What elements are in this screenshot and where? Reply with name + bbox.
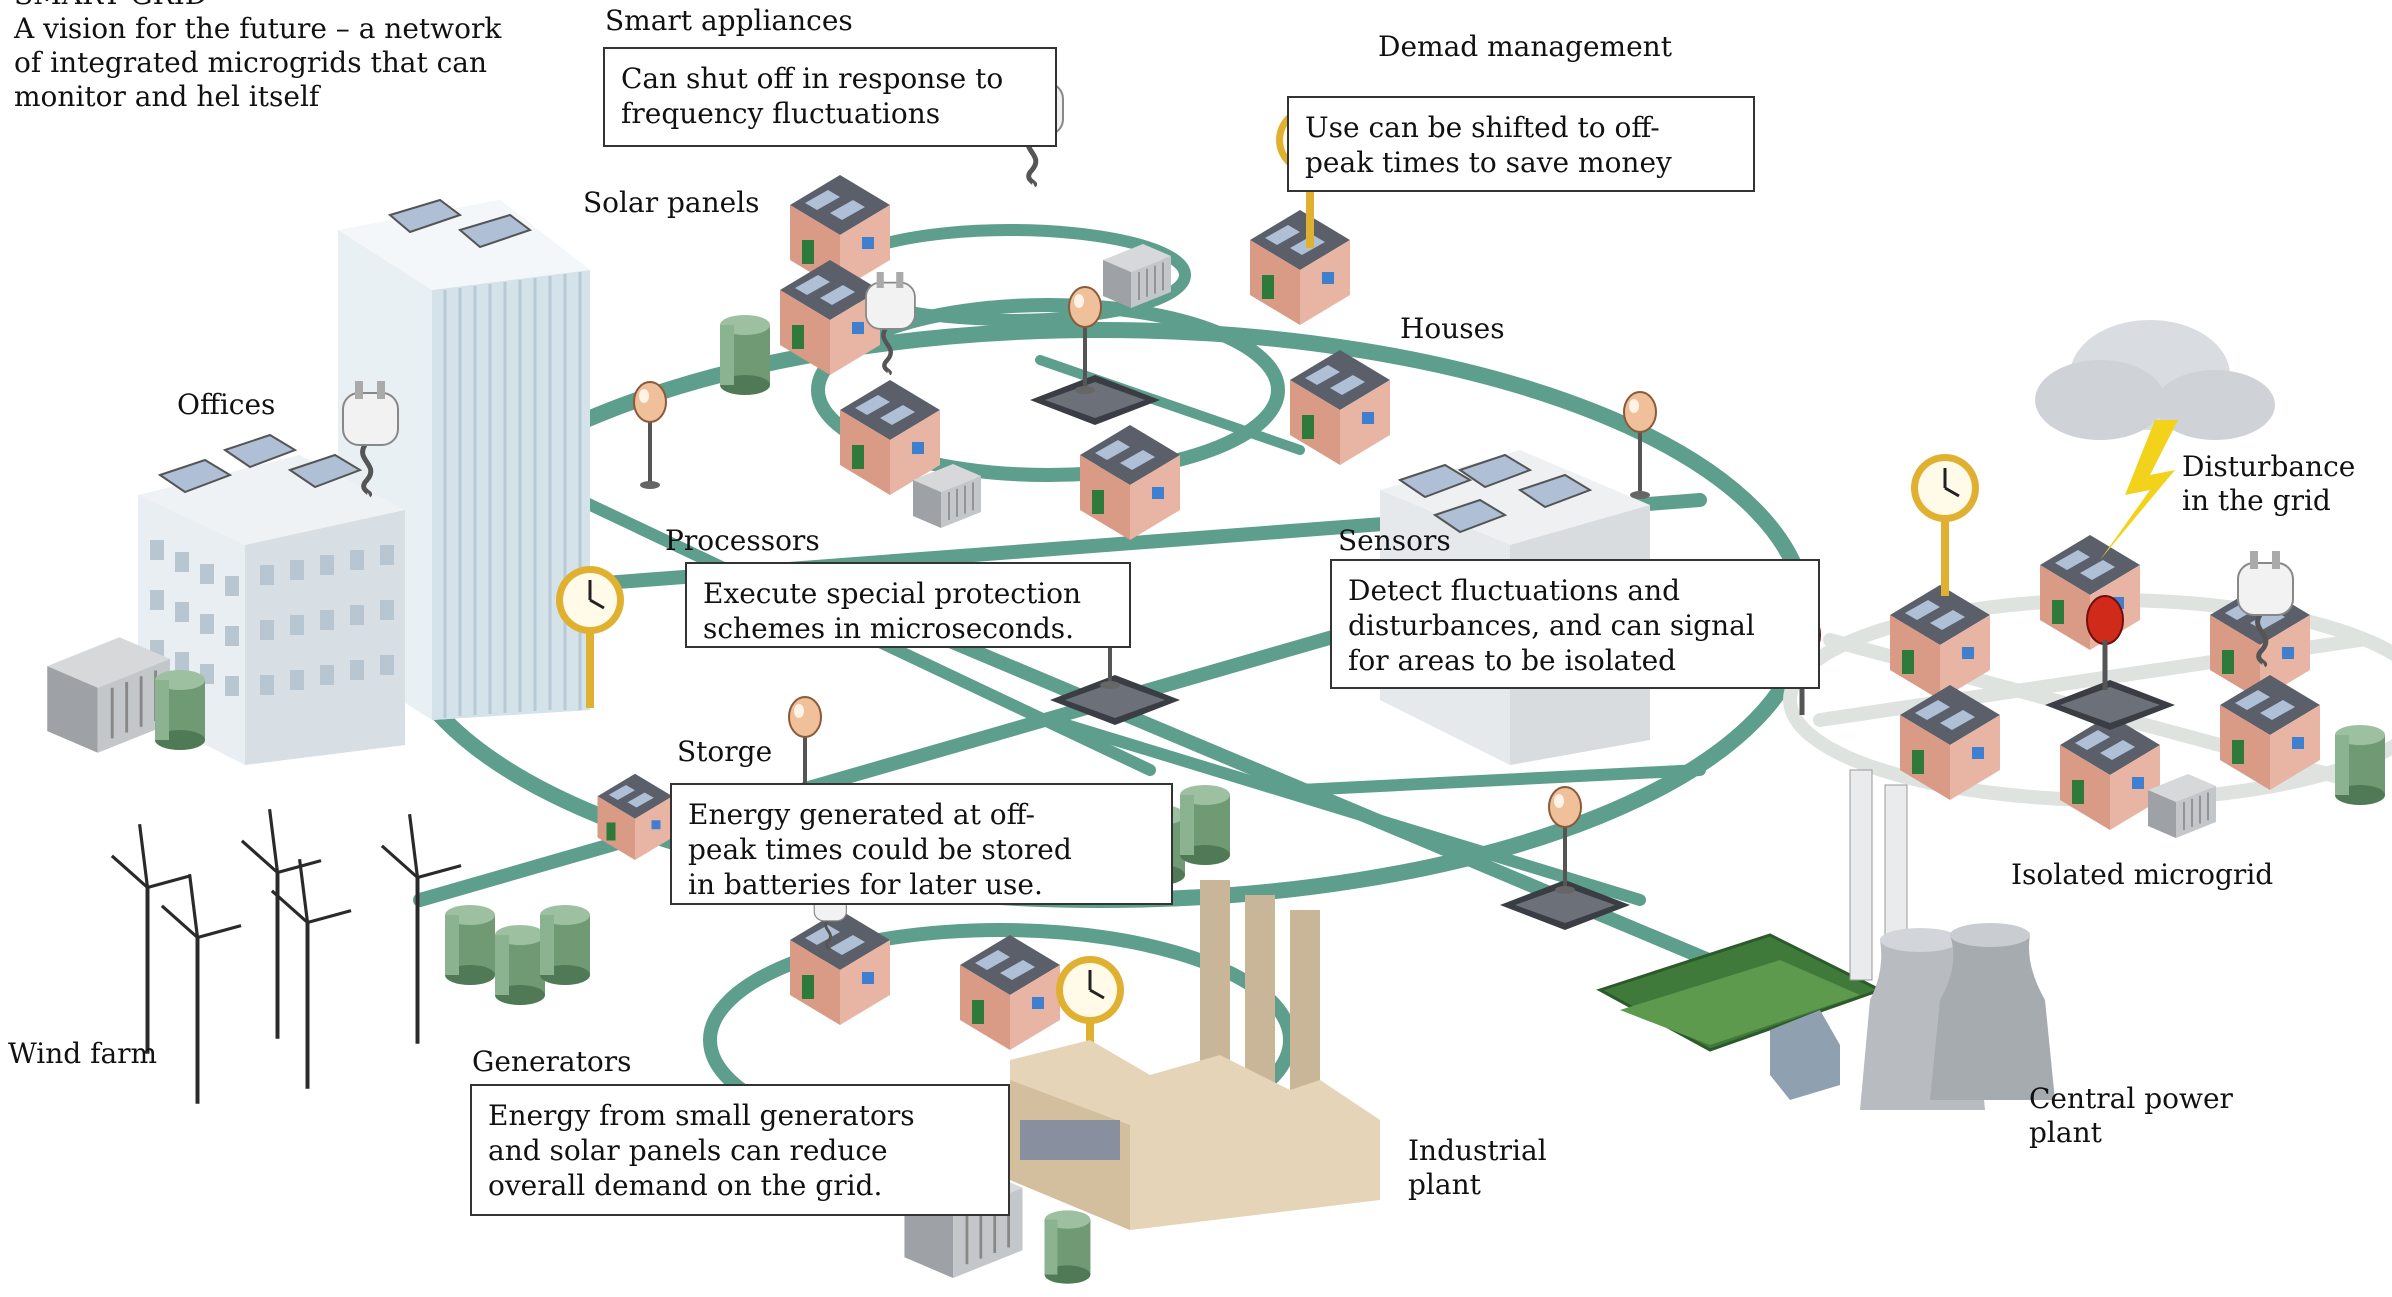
label-demand-management: Demad management	[1378, 30, 1672, 63]
label-smart-appliances: Smart appliances	[605, 4, 853, 37]
label-central-power-plant: Central power plant	[2029, 1082, 2233, 1149]
callout-demand-management: Use can be shifted to off- peak times to…	[1287, 96, 1755, 192]
label-industrial-plant: Industrial plant	[1408, 1134, 1547, 1201]
label-disturbance: Disturbance in the grid	[2182, 450, 2356, 517]
label-isolated-microgrid: Isolated microgrid	[2011, 858, 2274, 891]
callout-processors: Execute special protection schemes in mi…	[685, 562, 1131, 648]
label-offices: Offices	[177, 388, 276, 421]
callout-smart-appliances: Can shut off in response to frequency fl…	[603, 47, 1057, 147]
label-wind-farm: Wind farm	[8, 1037, 158, 1070]
callout-sensors: Detect fluctuations and disturbances, an…	[1330, 559, 1820, 689]
diagram-description: A vision for the future – a network of i…	[14, 12, 502, 113]
callout-storage: Energy generated at off- peak times coul…	[670, 783, 1173, 905]
label-processors: Processors	[665, 524, 820, 557]
label-solar-panels: Solar panels	[583, 186, 760, 219]
label-sensors: Sensors	[1338, 524, 1451, 557]
diagram-title-block: SMART GRID A vision for the future – a n…	[14, 0, 501, 114]
label-houses: Houses	[1400, 312, 1505, 345]
callout-generators: Energy from small generators and solar p…	[470, 1084, 1010, 1216]
label-generators: Generators	[472, 1045, 632, 1078]
label-storage: Storge	[677, 735, 773, 768]
diagram-title: SMART GRID	[14, 0, 207, 11]
